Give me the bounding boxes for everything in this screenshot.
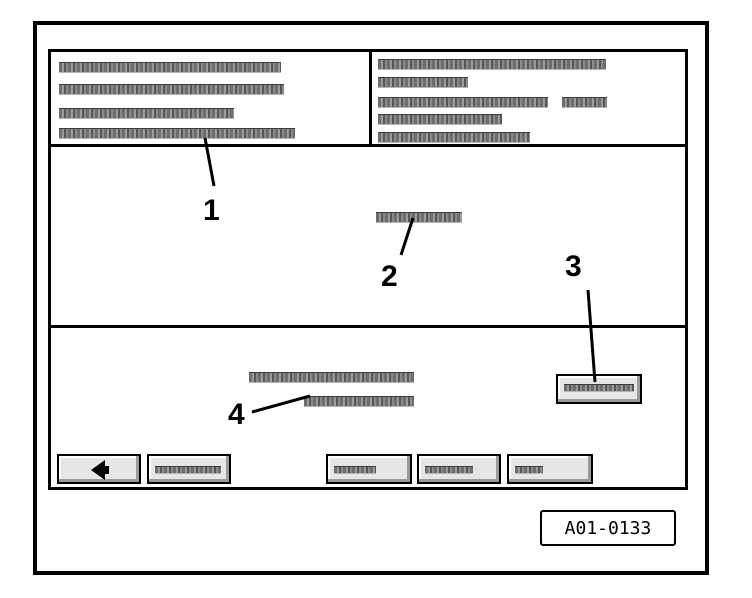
header-right-text-line (562, 97, 607, 108)
header-left-text-line (59, 84, 284, 95)
center-message-text (376, 212, 462, 223)
function-button[interactable] (556, 374, 642, 404)
header-left-text-line (59, 108, 234, 119)
callout-2: 2 (381, 260, 398, 293)
softkey-button-2[interactable] (326, 454, 412, 484)
callout-4: 4 (228, 398, 245, 431)
header-right-text-line (378, 132, 530, 143)
softkey-button-3-label (425, 466, 473, 474)
callout-1: 1 (203, 194, 220, 227)
header-divider (51, 144, 685, 147)
header-left-text-line (59, 62, 281, 73)
softkey-button-3[interactable] (417, 454, 501, 484)
header-right-text-line (378, 77, 468, 88)
softkey-button-1[interactable] (147, 454, 231, 484)
function-button-label (564, 384, 634, 392)
tester-screen (48, 49, 688, 490)
footer-message-text (249, 372, 414, 383)
softkey-button-4[interactable] (507, 454, 593, 484)
callout-3: 3 (565, 250, 582, 283)
softkey-button-1-label (155, 466, 221, 474)
reference-code-label: A01-0133 (540, 510, 676, 546)
header-right-text-line (378, 114, 502, 125)
header-right-text-line (378, 97, 548, 108)
back-button[interactable] (57, 454, 141, 484)
softkey-button-4-label (515, 466, 543, 474)
footer-message-text (304, 396, 414, 407)
header-right-text-line (378, 59, 606, 70)
header-column-divider (369, 52, 372, 144)
softkey-button-2-label (334, 466, 376, 474)
header-left-text-line (59, 128, 295, 139)
arrow-left-icon (91, 460, 109, 480)
footer-divider (51, 325, 685, 328)
